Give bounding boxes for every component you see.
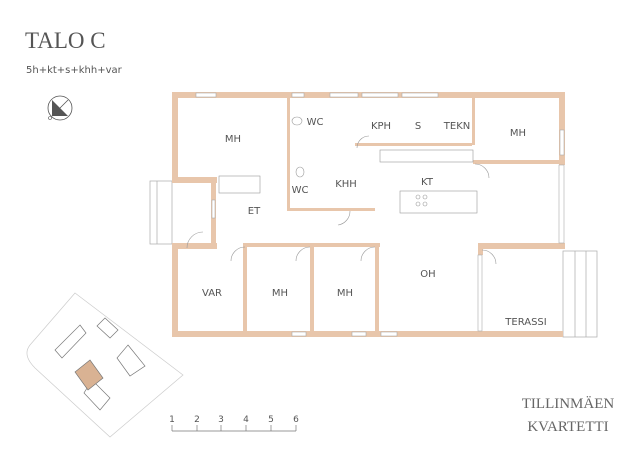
room-label-terassi: TERASSI	[504, 317, 546, 328]
scale-tick: 2	[194, 415, 200, 425]
scale-bar	[171, 425, 297, 432]
brand-line1: TILLINMÄEN	[521, 396, 615, 412]
brand-line2: KVARTETTI	[527, 419, 609, 435]
room-label-kph: KPH	[371, 121, 391, 132]
scale-tick: 3	[218, 415, 224, 425]
apartment-type: 5h+kt+s+khh+var	[26, 65, 122, 76]
room-label-khh: KHH	[335, 179, 357, 190]
room-label-s: S	[415, 121, 421, 132]
scale-tick: 6	[293, 415, 299, 425]
room-label-var: VAR	[202, 288, 222, 299]
room-label-kt: KT	[421, 177, 434, 188]
room-label-wc-2: WC	[292, 185, 309, 196]
room-label-mh-1: MH	[225, 134, 241, 145]
room-label-mh-3: MH	[272, 288, 288, 299]
scale-tick: 4	[243, 415, 249, 425]
room-label-et: ET	[248, 206, 261, 217]
fixtures	[186, 116, 497, 265]
scale-tick: 1	[169, 415, 175, 425]
site-plan	[26, 292, 184, 438]
compass-icon	[47, 95, 73, 121]
page-title: TALO C	[25, 28, 106, 53]
stairs	[149, 180, 598, 338]
room-label-tekn: TEKN	[443, 121, 470, 132]
room-label-mh-2: MH	[510, 128, 526, 139]
brand-logo: TILLINMÄEN KVARTETTI	[508, 393, 628, 439]
walls	[172, 92, 565, 337]
scale-tick: 5	[268, 415, 274, 425]
windows	[195, 92, 565, 337]
room-label-oh: OH	[420, 269, 435, 280]
room-label-mh-4: MH	[337, 288, 353, 299]
room-label-wc-1: WC	[307, 117, 324, 128]
